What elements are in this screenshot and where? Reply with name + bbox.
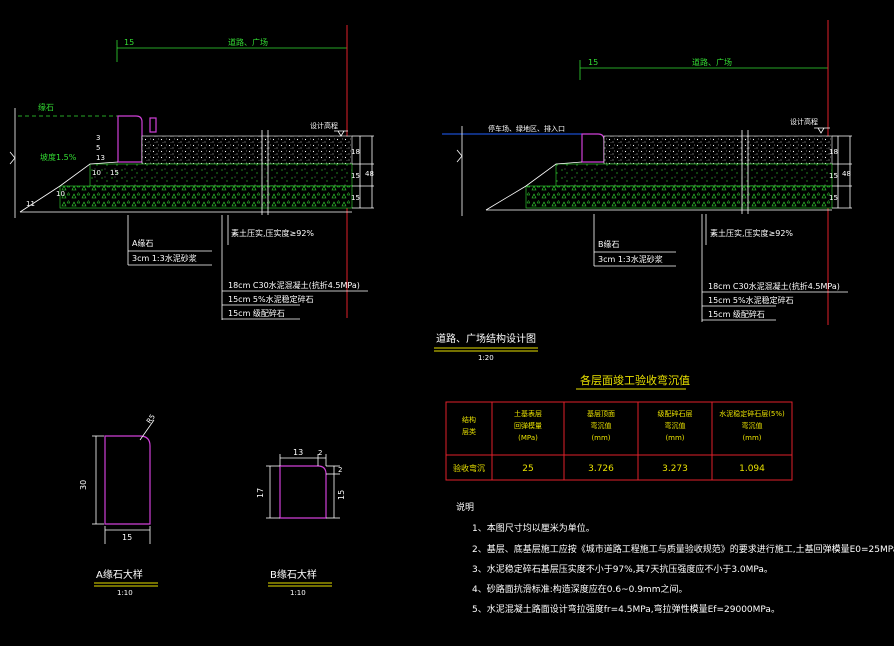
right-layer-concrete (603, 135, 833, 165)
note-item-1: 1、本图尺寸均以厘米为单位。 (472, 522, 595, 534)
right-layer-graded (525, 185, 833, 209)
note-item-2: 2、基层、底基层施工应按《城市道路工程施工与质量验收规范》的要求进行施工,土基回… (472, 543, 894, 555)
svg-text:3: 3 (96, 134, 100, 142)
figure-scale: 1:20 (478, 354, 494, 362)
svg-text:10: 10 (92, 169, 101, 177)
note-item-3: 3、水泥稳定碎石基层压实度不小于97%,其7天抗压强度应不小于3.0MPa。 (472, 563, 773, 575)
right-layer-stabilized (555, 163, 833, 187)
detail-a-radius: R5 (145, 413, 157, 425)
detail-b-top-b: 2 (318, 449, 322, 457)
left-layer-1: 18cm C30水泥混凝土(抗折4.5MPa) (228, 280, 360, 290)
right-callout-b-line: 3cm 1:3水泥砂浆 (598, 254, 663, 264)
left-road-section: 15 道路、广场 缘石 坡度1.5% 3 5 13 10 15 10 11 (9, 25, 374, 320)
svg-text:15: 15 (110, 169, 119, 177)
right-dim-top: 15 (588, 58, 598, 67)
right-callout-b-title: B缘石 (598, 239, 620, 249)
table-cell-stabilized: 1.094 (739, 464, 765, 474)
detail-a-title: A缘石大样 (96, 568, 143, 581)
table-header-cell: 水泥稳定碎石层(5%)弯沉值(mm) (719, 409, 785, 442)
svg-text:48: 48 (365, 170, 374, 178)
detail-b-scale: 1:10 (290, 589, 306, 597)
svg-text:48: 48 (842, 170, 851, 178)
table-header-cell: 基层顶面弯沉值(mm) (587, 409, 615, 442)
svg-text:15: 15 (829, 172, 838, 180)
deflection-table: 各层面竣工验收弯沉值 结构层类 土基表层回弹模量(MPa) 基层顶面弯沉值(mm) 级… (445, 373, 793, 481)
right-layer-1: 18cm C30水泥混凝土(抗折4.5MPa) (708, 281, 840, 291)
detail-b-curb: 13 2 2 15 17 B缘石大样 1:10 (256, 448, 346, 597)
left-curb-a-shape (117, 115, 143, 163)
svg-text:15: 15 (351, 172, 360, 180)
table-header-cell: 结构层类 (462, 415, 476, 436)
detail-a-height: 30 (79, 480, 88, 490)
right-layer-2: 15cm 5%水泥稳定碎石 (708, 295, 794, 305)
left-layer-concrete (141, 135, 353, 165)
table-header-cell: 级配碎石层弯沉值(mm) (658, 409, 693, 442)
figure-title-block: 道路、广场结构设计图 1:20 (434, 332, 538, 362)
left-curb-label: 缘石 (38, 102, 54, 112)
left-road-label: 道路、广场 (228, 37, 268, 47)
detail-b-title: B缘石大样 (270, 568, 317, 581)
detail-b-left: 17 (256, 488, 265, 498)
detail-a-scale: 1:10 (117, 589, 133, 597)
left-design-label: 设计高程 (310, 121, 338, 130)
note-item-4: 4、砂路面抗滑标准:构造深度应在0.6~0.9mm之间。 (472, 583, 687, 595)
left-layer-2: 15cm 5%水泥稳定碎石 (228, 294, 314, 304)
notes-heading: 说明 (456, 501, 474, 513)
detail-a-curb: R5 30 15 A缘石大样 1:10 (79, 413, 158, 597)
detail-a-width: 15 (122, 533, 132, 542)
table-header-cell: 土基表层回弹模量(MPa) (514, 409, 542, 442)
svg-text:18: 18 (829, 148, 838, 156)
right-road-label: 道路、广场 (692, 57, 732, 67)
svg-text:10: 10 (56, 190, 65, 198)
table-cell-graded: 3.273 (662, 464, 688, 474)
table-cell-base: 3.726 (588, 464, 614, 474)
left-layer-graded (59, 185, 353, 209)
figure-title: 道路、广场结构设计图 (436, 332, 536, 345)
table-row-label: 验收弯沉 (453, 463, 485, 473)
left-layer-3: 15cm 级配碎石 (228, 308, 285, 318)
detail-a-curb-shape (104, 435, 151, 525)
left-dim-top: 15 (124, 38, 134, 47)
right-edge-label: 停车场、绿地区、排入口 (488, 124, 565, 133)
detail-b-curb-shape (279, 465, 327, 519)
right-design-label: 设计高程 (790, 117, 818, 126)
table-header-row: 结构层类 土基表层回弹模量(MPa) 基层顶面弯沉值(mm) 级配碎石层弯沉值(mm)… (462, 409, 785, 442)
left-callout-a-title: A缘石 (132, 238, 153, 248)
table-title: 各层面竣工验收弯沉值 (580, 373, 690, 387)
svg-text:5: 5 (96, 144, 100, 152)
detail-b-right-b: 15 (337, 490, 346, 500)
table-cell-modulus: 25 (522, 464, 533, 474)
right-layer-3: 15cm 级配碎石 (708, 309, 765, 319)
detail-b-top-a: 13 (293, 448, 303, 457)
left-soil-label: 素土压实,压实度≥92% (231, 228, 314, 238)
note-item-5: 5、水泥混凝土路面设计弯拉强度fr=4.5MPa,弯拉弹性模量Ef=29000M… (472, 603, 780, 615)
left-slope-label: 坡度1.5% (40, 152, 77, 162)
notes-block: 说明 1、本图尺寸均以厘米为单位。 2、基层、底基层施工应按《城市道路工程施工与… (456, 501, 894, 615)
svg-text:18: 18 (351, 148, 360, 156)
svg-text:13: 13 (96, 154, 105, 162)
left-layer-stabilized (89, 163, 353, 187)
right-road-section: 15 道路、广场 停车场、绿地区、排入口 设计高程 18 15 15 48 B (442, 20, 852, 325)
right-curb-b-shape (581, 133, 605, 163)
left-callout-a-line: 3cm 1:3水泥砂浆 (132, 253, 197, 263)
svg-text:15: 15 (351, 194, 360, 202)
svg-text:15: 15 (829, 194, 838, 202)
right-soil-label: 素土压实,压实度≥92% (710, 228, 793, 238)
detail-b-right-a: 2 (338, 466, 342, 474)
svg-text:11: 11 (26, 200, 35, 208)
